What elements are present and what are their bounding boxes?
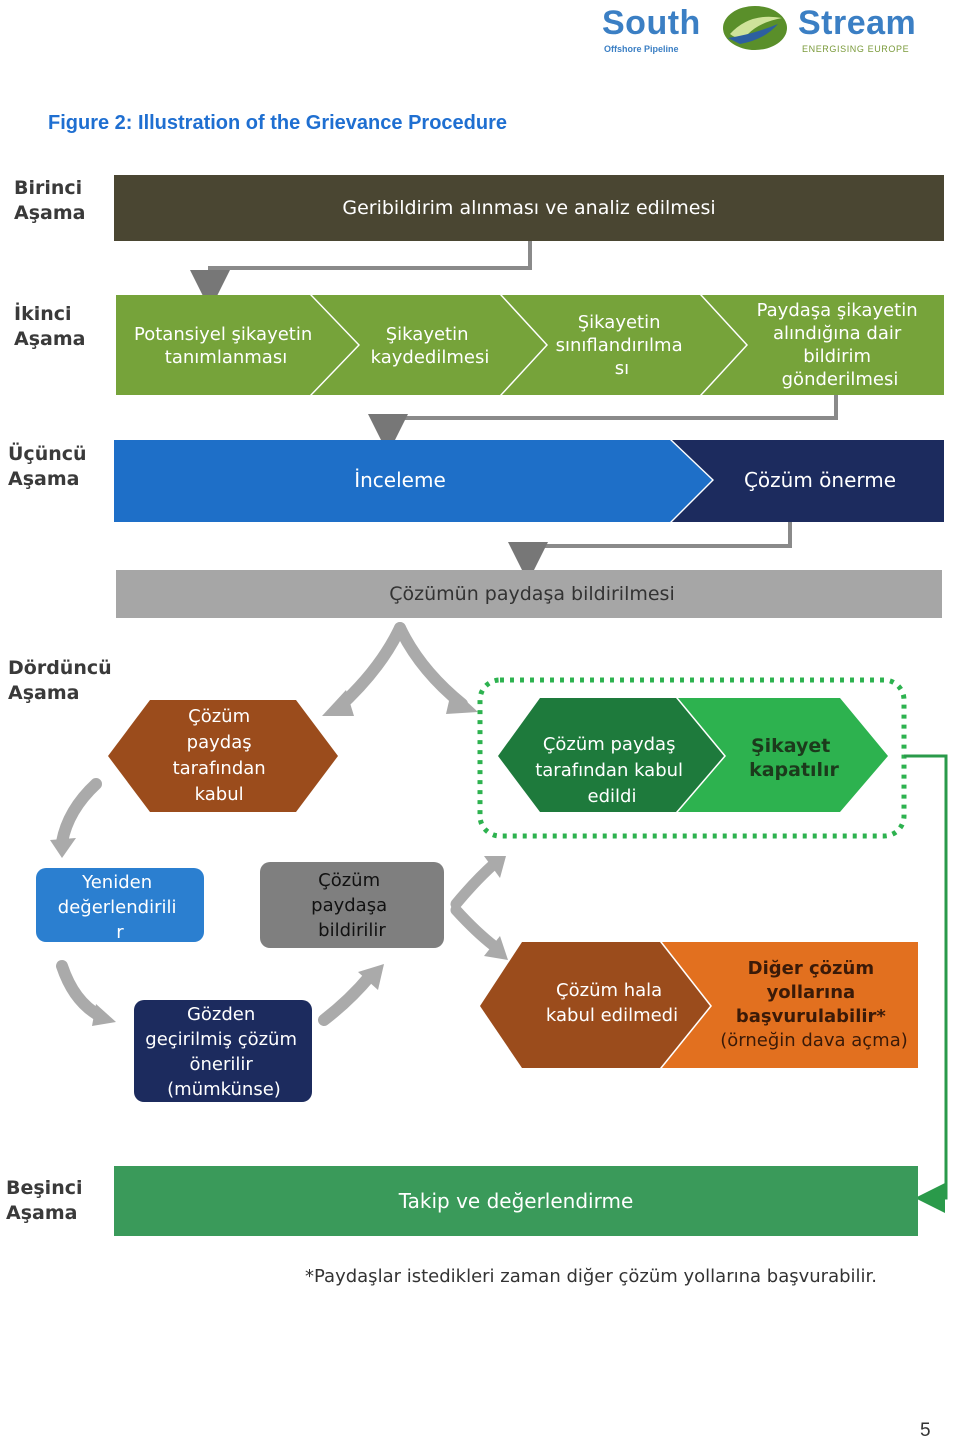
fork-arrow-down <box>450 904 500 952</box>
revised-label: Gözden geçirilmiş çözüm önerilir (mümkün… <box>145 1004 302 1100</box>
footnote: *Paydaşlar istedikleri zaman diğer çözüm… <box>305 1266 878 1287</box>
step-acknowledge-shape <box>702 295 944 395</box>
fork-arrow-up <box>450 858 500 910</box>
logo-word-stream: Stream <box>798 4 917 42</box>
stage-label-fifth: Beşinci Aşama <box>6 1177 83 1224</box>
logo-subtitle-energising: ENERGISING EUROPE <box>802 44 910 54</box>
logo-subtitle-offshore: Offshore Pipeline <box>604 44 679 54</box>
followup-bar <box>114 1166 918 1236</box>
page-number: 5 <box>920 1420 931 1441</box>
stage-label-fourth: Dördüncü Aşama <box>8 657 112 704</box>
connector-stage2-stage3 <box>368 395 838 454</box>
fork-arrowhead-up <box>484 856 506 878</box>
step-register-shape <box>312 295 546 395</box>
cycle-arrow-revised <box>56 960 106 1022</box>
logo-swirl-icon <box>723 6 787 50</box>
stage-label-third: Üçüncü Aşama <box>8 443 87 490</box>
followup-bar-label: Takip ve değerlendirme <box>398 1189 634 1213</box>
connector-stage3-notify <box>508 522 792 582</box>
fork-arrowhead-down <box>484 936 508 960</box>
step-acknowledge-label: Paydaşa şikayetin alındığına dair bildir… <box>757 300 924 390</box>
step-identify-label: Potansiyel şikayetin tanımlanması <box>134 324 318 368</box>
still-not-accepted-shape <box>480 942 710 1068</box>
stage-label-second: İkinci Aşama <box>14 303 86 350</box>
step-classify-shape <box>502 295 746 395</box>
third-stage-steps: İnceleme Çözüm önerme <box>114 440 944 522</box>
logo-word-south: South <box>602 4 701 42</box>
cycle-arrowhead-informed <box>358 964 384 990</box>
second-stage-steps: Potansiyel şikayetin tanımlanması Şikaye… <box>116 295 944 395</box>
reassess-box <box>36 868 204 942</box>
notify-bar-label: Çözümün paydaşa bildirilmesi <box>389 583 674 605</box>
revised-box <box>134 1000 312 1102</box>
feedback-analysis-bar: Geribildirim alınması ve analiz edilmesi <box>114 175 944 241</box>
other-remedies-shape <box>662 942 918 1068</box>
cycle-arrowhead-reassess <box>50 838 76 858</box>
figure-title: Figure 2: Illustration of the Grievance … <box>48 112 507 134</box>
not-accepted-label: Çözüm paydaş tarafından kabul edilmedi <box>173 706 272 831</box>
split-arrowhead-left <box>322 690 354 716</box>
other-remedies-label: Diğer çözüm yollarına başvurulabilir* (ö… <box>720 958 908 1051</box>
south-stream-logo: South Offshore Pipeline Stream ENERGISIN… <box>600 4 940 60</box>
accepted-shape <box>498 698 724 812</box>
review-shape <box>114 440 712 522</box>
propose-label: Çözüm önerme <box>744 468 896 492</box>
accepted-dotted-box <box>477 677 907 839</box>
feedback-analysis-label: Geribildirim alınması ve analiz edilmesi <box>342 197 716 219</box>
not-accepted-shape <box>108 700 338 812</box>
cycle-arrow-reassess <box>56 778 102 848</box>
informed-label: Çözüm paydaşa bildirilir <box>311 870 393 941</box>
still-not-accepted-label: Çözüm hala kabul edilmedi <box>546 980 678 1026</box>
cycle-arrowhead-revised <box>92 1004 116 1026</box>
notify-bar <box>116 570 942 618</box>
reassess-label: Yeniden değerlendirili r <box>58 872 182 943</box>
closed-to-followup-line <box>904 754 948 1213</box>
stage-label-first: Birinci Aşama <box>14 177 86 224</box>
step-identify-shape <box>116 295 358 395</box>
step-register-label: Şikayetin kaydedilmesi <box>371 324 490 368</box>
accepted-label: Çözüm paydaş tarafından kabul edildi <box>535 734 689 807</box>
closed-shape <box>678 698 888 812</box>
connector-stage1-stage2 <box>190 241 532 310</box>
cycle-arrow-informed <box>318 970 376 1026</box>
closed-label: Şikayet kapatılır <box>749 735 839 781</box>
informed-box <box>260 862 444 948</box>
propose-shape <box>672 440 944 522</box>
step-classify-label: Şikayetin sınıflandırılma sı <box>556 312 689 379</box>
split-arrowhead-right <box>446 688 478 714</box>
review-label: İnceleme <box>354 468 446 492</box>
